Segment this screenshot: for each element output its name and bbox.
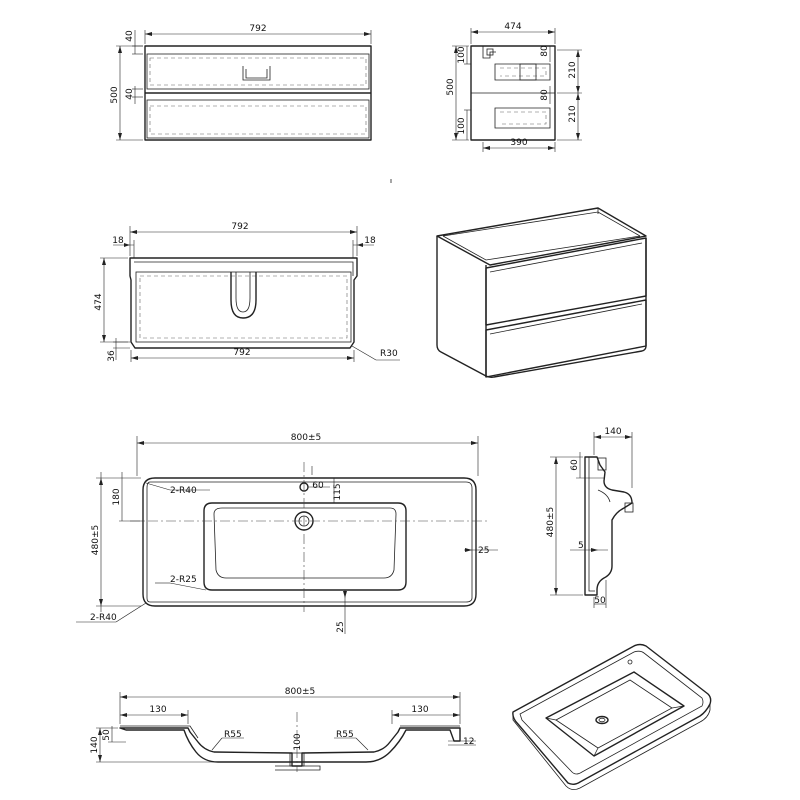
section-left-radius-label: R55 [224,730,242,740]
basin-bowl-outline [203,502,407,591]
plan-depth-label: 480±5 [91,525,101,555]
side-handle-top-label: 100 [457,46,467,63]
plan-bowl-radius-label: 2-R25 [170,575,197,585]
top-radius-label: R30 [380,349,398,359]
top-width-bottom-label: 792 [233,348,250,358]
iso-bottom-drawer [485,299,647,378]
cabinet-top-outline [129,257,358,349]
side-bottom-drawer [494,107,551,129]
top-handle-cutout [230,272,257,319]
basin-side-profile [584,456,633,596]
side-basin-depth-label: 480±5 [546,507,556,537]
side-drawer-height-bottom-label: 210 [568,105,578,122]
section-rim-thickness-label: 12 [463,737,474,747]
iso-body [436,236,647,379]
iso-basin-outer [512,643,712,785]
top-left-edge-label: 18 [112,236,124,246]
side-drawer-height-top-label: 210 [568,61,578,78]
plan-bottom-margin-label: 25 [336,621,346,632]
section-right-ledge-label: 130 [411,705,428,715]
section-right-radius-label: R55 [336,730,354,740]
plan-tap-to-bowl-label: 115 [333,483,343,500]
basin-plan-view: 800±5 480±5 180 60 115 2-R40 2-R25 2-R40 [76,433,498,634]
side-base-label: 50 [594,596,606,606]
plan-width-label: 800±5 [291,433,321,443]
side-inner-depth-label: 390 [510,138,527,148]
section-left-ledge-label: 130 [149,705,166,715]
side-height-label: 500 [446,78,456,95]
handle-cutout [242,66,271,81]
cabinet-side-view: 474 500 100 100 80 80 210 210 [446,22,582,152]
cabinet-top-view: 792 18 18 474 36 792 R30 [94,222,400,362]
top-right-edge-label: 18 [364,236,376,246]
plan-tap-offset-label: 180 [112,488,122,505]
plan-bottom-radius-label: 2-R40 [90,613,117,623]
section-rim-height-label: 50 [102,729,112,741]
iso-basin-drain [595,715,609,725]
section-drain-label: 100 [293,733,303,750]
section-width-label: 800±5 [285,687,315,697]
side-rim-label: 60 [570,459,580,471]
side-drawer-bottom-label: 80 [540,89,550,101]
side-depth-label: 474 [504,22,521,32]
side-top-width-label: 140 [604,427,621,437]
plan-side-margin-label: 25 [478,546,489,556]
front-width-label: 792 [249,24,266,34]
front-mid-gap-label: 40 [125,88,135,100]
top-drawer-front [146,53,370,90]
top-front-label: 36 [107,350,117,362]
plan-top-radius-label: 2-R40 [170,486,197,496]
basin-section-profile [119,727,461,767]
basin-side-view: 140 480±5 60 5 50 [546,427,634,608]
side-wall-label: 5 [578,541,584,551]
cabinet-isometric-view [436,207,647,379]
basin-outer-outline [142,477,477,607]
side-handle-bottom-label: 100 [457,117,467,134]
front-top-gap-label: 40 [125,30,135,42]
side-top-drawer [494,63,551,81]
section-height-label: 140 [90,736,100,753]
cabinet-front-view: 792 500 40 40 [110,24,372,141]
bottom-drawer-front [146,99,370,139]
side-drawer-top-label: 80 [540,45,550,57]
top-width-top-label: 792 [231,222,248,232]
plan-tap-hole-label: 60 [312,481,324,491]
basin-isometric-view [512,643,712,790]
basin-section-view: 800±5 130 130 R55 R55 100 140 50 [90,687,476,772]
iso-top-edge [436,207,647,266]
front-height-label: 500 [110,86,120,103]
top-depth-label: 474 [94,293,104,310]
